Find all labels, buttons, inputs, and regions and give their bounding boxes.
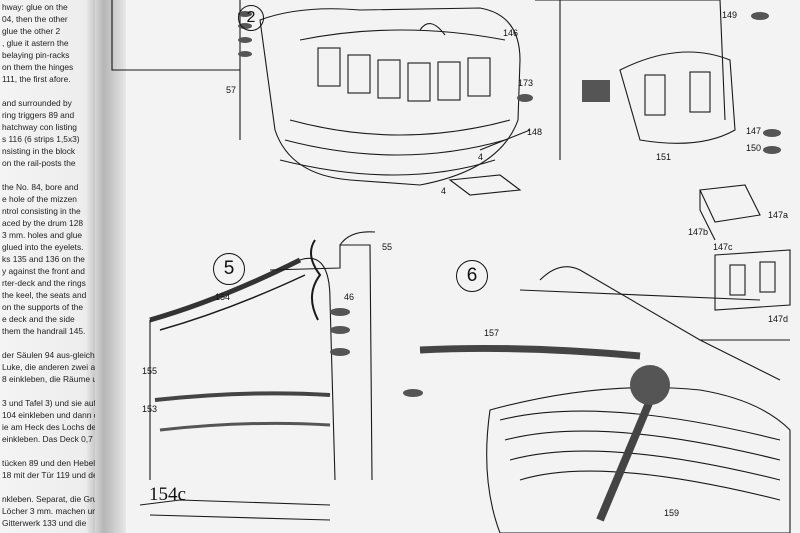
part-157-label: 157: [484, 328, 500, 338]
left-text-line: 04, then the other: [2, 14, 68, 24]
part-148-label: 148: [527, 127, 543, 137]
part-153-label: 153: [142, 404, 158, 414]
left-text-line: 18 mit der Tür 119 und den: [2, 470, 103, 480]
left-text-line: ring triggers 89 and: [2, 110, 75, 120]
left-text-line: 104 einkleben und dann die: [2, 410, 105, 420]
left-text-line: 111, the first afore.: [2, 74, 71, 84]
left-text-line: 3 mm. holes and glue: [2, 230, 83, 240]
part-155-label: 155: [142, 366, 158, 376]
left-text-line: Gitterwerk 133 und die: [2, 518, 87, 528]
left-text-line: glued into the eyelets.: [2, 242, 84, 252]
part-146-label: 146: [503, 28, 519, 38]
dimension-4-top-label: 4: [478, 152, 484, 162]
part-149-label: 149: [722, 10, 738, 20]
left-text-line: e hole of the mizzen: [2, 194, 77, 204]
dimension-4-bottom-label: 4: [441, 186, 447, 196]
left-text-line: glue the other 2: [2, 26, 61, 36]
part-154c-label: 154c: [149, 484, 186, 505]
part-154-label: 154: [215, 292, 231, 302]
part-150-label: 150: [746, 143, 762, 153]
left-text-line: 3 und Tafel 3) und sie auf: [2, 398, 96, 408]
left-text-line: tücken 89 und den Hebeln 90: [2, 458, 112, 468]
part-159-label: 159: [664, 508, 680, 518]
part-147d-label: 147d: [768, 314, 789, 324]
right-page-drawings: [95, 0, 800, 533]
left-text-line: nsisting in the block: [2, 146, 76, 156]
left-text-line: them the handrail 145.: [2, 326, 86, 336]
left-text-line: belaying pin-racks: [2, 50, 70, 60]
part-147-label: 147: [746, 126, 762, 136]
part-46-label: 46: [344, 292, 355, 302]
left-text-line: on the supports of the: [2, 302, 84, 312]
left-text-line: the No. 84, bore and: [2, 182, 79, 192]
left-text-line: on the rail-posts the: [2, 158, 76, 168]
left-text-line: on them the hinges: [2, 62, 74, 72]
book-gutter-shadow: [86, 0, 126, 533]
left-text-line: hatchway con listing: [2, 122, 77, 132]
left-text-line: rter-deck and the rings: [2, 278, 86, 288]
part-147a-label: 147a: [768, 210, 789, 220]
left-text-line: der Säulen 94 aus-gleichen,: [2, 350, 107, 360]
left-text-line: , glue it astern the: [2, 38, 69, 48]
left-text-line: the keel, the seats and: [2, 290, 87, 300]
part-173-label: 173: [518, 78, 534, 88]
left-text-line: and surrounded by: [2, 98, 72, 108]
step-2-marker: 2: [238, 5, 264, 31]
left-text-line: ntrol consisting in the: [2, 206, 81, 216]
left-text-line: aced by the drum 128: [2, 218, 84, 228]
left-text-line: einkleben. Das Deck 0,7 mm.: [2, 434, 112, 444]
left-text-line: e deck and the side: [2, 314, 75, 324]
dimension-57-label: 57: [226, 85, 237, 95]
left-text-line: y against the front and: [2, 266, 85, 276]
part-55-label: 55: [382, 242, 393, 252]
part-147b-label: 147b: [688, 227, 709, 237]
step-5-marker: 5: [213, 253, 245, 285]
left-text-line: 8 einkleben, die Räume unter: [2, 374, 112, 384]
left-text-line: ks 135 and 136 on the: [2, 254, 85, 264]
part-151-label: 151: [656, 152, 672, 162]
left-text-line: nkleben. Separat, die Gruppe: [2, 494, 112, 504]
left-text-line: Luke, die anderen zwei auf: [2, 362, 103, 372]
left-text-line: ie am Heck des Lochs des: [2, 422, 101, 432]
part-147c-label: 147c: [713, 242, 733, 252]
left-text-line: Löcher 3 mm. machen und: [2, 506, 102, 516]
step-6-marker: 6: [456, 260, 488, 292]
left-text-line: hway: glue on the: [2, 2, 68, 12]
left-text-line: s 116 (6 strips 1,5x3): [2, 134, 80, 144]
